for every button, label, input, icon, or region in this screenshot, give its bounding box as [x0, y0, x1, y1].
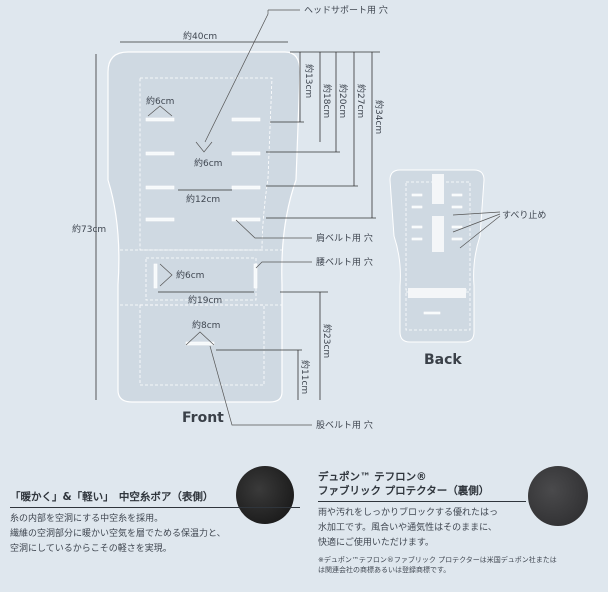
- crotch-belt-label: 股ベルト用 穴: [316, 419, 373, 431]
- d13-label: 約13cm: [303, 64, 315, 98]
- d23-label: 約23cm: [321, 324, 333, 358]
- hollow-fiber-body: 糸の内部を空洞にする中空糸を採用。 繊維の空洞部分に暖かい空気を層でためる保温力…: [10, 514, 226, 554]
- hollow-fiber-title: 「暖かく」&「軽い」 中空糸ボア（表側）: [10, 491, 214, 503]
- teflon-title-line1: デュポン™ テフロン®: [318, 471, 427, 483]
- d6a-label: 約6cm: [146, 95, 174, 107]
- dimension-lines: [95, 41, 380, 400]
- teflon-title-line2: ファブリック プロテクター（裏側）: [318, 485, 490, 497]
- d8-label: 約8cm: [192, 319, 220, 331]
- shoulder-belt-label: 肩ベルト用 穴: [316, 232, 373, 244]
- teflon-body: 雨や汚れをしっかりブロックする優れたはっ 水加工です。風合いや通気性はそのままに…: [318, 508, 499, 548]
- d19-label: 約19cm: [188, 294, 222, 306]
- back-label: Back: [424, 352, 462, 368]
- back-pad: [389, 169, 501, 343]
- d20-label: 約20cm: [337, 84, 349, 118]
- hollow-fiber-section: 「暖かく」&「軽い」 中空糸ボア（表側） 糸の内部を空洞にする中空糸を採用。 繊…: [10, 490, 300, 557]
- d18-label: 約18cm: [321, 84, 333, 118]
- d73-label: 約73cm: [72, 223, 106, 235]
- d12-label: 約12cm: [186, 193, 220, 205]
- width-40-label: 約40cm: [183, 30, 217, 42]
- teflon-section: デュポン™ テフロン® ファブリック プロテクター（裏側） 雨や汚れをしっかりブ…: [318, 470, 598, 575]
- front-pad: [107, 51, 301, 403]
- hollow-fiber-swatch: [236, 466, 294, 524]
- d6b-label: 約6cm: [194, 157, 222, 169]
- front-label: Front: [182, 410, 224, 426]
- d27-label: 約27cm: [355, 84, 367, 118]
- d11-label: 約11cm: [299, 360, 311, 394]
- head-support-label: ヘッドサポート用 穴: [304, 4, 388, 16]
- anti-slip-label: すべり止め: [502, 209, 546, 221]
- teflon-rule: [318, 501, 526, 502]
- d6c-label: 約6cm: [176, 269, 204, 281]
- hollow-fiber-rule: [10, 507, 300, 508]
- d34-label: 約34cm: [373, 100, 385, 134]
- stroller-pad-diagram: ヘッドサポート用 穴 約40cm 約13cm 約18cm 約20cm 約27cm…: [72, 4, 546, 431]
- teflon-fabric-swatch: [528, 466, 588, 526]
- leader-lines: [204, 9, 312, 426]
- teflon-note: ※デュポン™テフロン®ファブリック プロテクターは米国デュポン社または は関連会…: [318, 556, 557, 574]
- waist-belt-label: 腰ベルト用 穴: [316, 256, 373, 268]
